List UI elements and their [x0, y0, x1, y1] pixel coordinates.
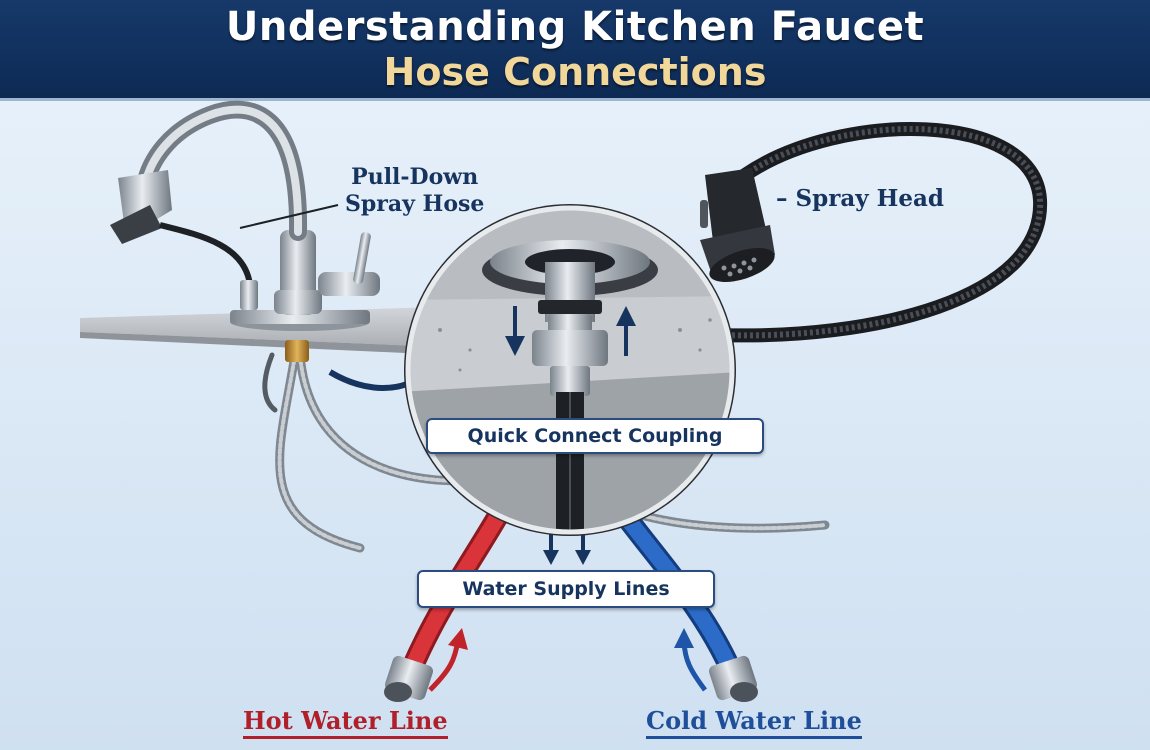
pull-down-label-line-1: Pull-Down — [351, 164, 479, 190]
pull-down-label-line-2: Spray Hose — [345, 191, 485, 217]
title-banner: Understanding Kitchen Faucet Hose Connec… — [0, 0, 1150, 101]
spray-head — [700, 168, 775, 282]
brass-fitting — [285, 340, 309, 362]
title-line-1: Understanding Kitchen Faucet — [225, 4, 925, 50]
hot-line-nut — [384, 655, 433, 702]
quick-connect-magnifier — [404, 204, 736, 536]
coupling-arrows — [505, 306, 636, 356]
title-line-2: Hose Connections — [383, 50, 767, 94]
pull-down-spray-hose-label: Pull-Down Spray Hose — [345, 164, 484, 218]
spray-head-label: – Spray Head — [776, 185, 944, 212]
water-supply-lines-label: Water Supply Lines — [417, 570, 715, 608]
supply-down-arrows — [543, 532, 591, 565]
cold-water-line-label: Cold Water Line — [646, 706, 862, 739]
quick-connect-coupling-label: Quick Connect Coupling — [426, 418, 764, 454]
cold-line-nut — [709, 655, 758, 702]
pull-down-pointer — [239, 204, 339, 229]
hot-water-line-label: Hot Water Line — [243, 706, 448, 739]
faucet — [110, 100, 380, 331]
